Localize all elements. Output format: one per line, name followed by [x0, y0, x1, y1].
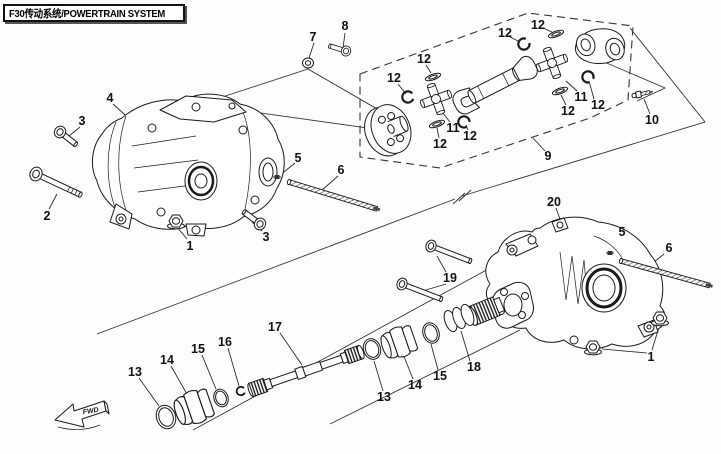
callout-17-30: 17 [268, 320, 282, 334]
callout-10-20: 10 [645, 113, 659, 127]
callout-15-28: 15 [191, 342, 205, 356]
seal-ring-12 [547, 28, 565, 40]
ring-13-right [362, 338, 382, 360]
callout-18-34: 18 [467, 360, 481, 374]
grease-fitting-10 [631, 90, 653, 99]
callout-16-29: 16 [218, 335, 232, 349]
callout-6-6: 6 [338, 163, 345, 177]
snap-ring-12 [515, 35, 533, 53]
bolt-19b [394, 276, 446, 306]
callout-14-32: 14 [408, 378, 422, 392]
title-box: F30传动系统/POWERTRAIN SYSTEM [3, 4, 185, 22]
clip-16 [235, 385, 246, 397]
propshaft-drawing [452, 55, 538, 115]
fwd-direction-arrow: FWD [54, 400, 110, 430]
screw-5-rear [606, 251, 614, 255]
washer-7 [302, 57, 314, 69]
callout-9-19: 9 [545, 149, 552, 163]
callout-1-25: 1 [648, 350, 655, 364]
callout-7-7: 7 [310, 30, 317, 44]
breather-rod-6-front [286, 178, 382, 213]
callout-12-12: 12 [433, 137, 447, 151]
ring-15-right [422, 322, 440, 344]
callout-15-33: 15 [433, 369, 447, 383]
callout-13-31: 13 [377, 390, 391, 404]
callout-12-18: 12 [591, 98, 605, 112]
callout-5-5: 5 [295, 151, 302, 165]
callout-4-0: 4 [107, 91, 114, 105]
callout-20-21: 20 [547, 195, 561, 209]
callout-13-26: 13 [128, 365, 142, 379]
screw-5-front [273, 175, 281, 179]
snap-ring-12 [401, 90, 415, 104]
boot-14-left [169, 385, 217, 430]
u-joint-cross-11-rear [531, 42, 573, 84]
callout-12-17: 12 [561, 104, 575, 118]
propshaft-assembly-drawing [302, 28, 653, 157]
construction-lines [96, 12, 706, 431]
callout-2-2: 2 [44, 209, 51, 223]
callout-3-4: 3 [263, 230, 270, 244]
boot-14-right [377, 322, 420, 363]
bolt-3a [51, 123, 81, 151]
callout-5-22: 5 [619, 225, 626, 239]
front-flange-drawing [364, 104, 412, 157]
ring-13-left [155, 404, 177, 430]
seal-ring-12 [551, 85, 569, 97]
callout-12-13: 12 [463, 129, 477, 143]
callout-19-24: 19 [443, 271, 457, 285]
seal-ring-12 [428, 118, 446, 130]
bolt-19a [423, 238, 475, 268]
intermediate-shaft-group [155, 322, 440, 430]
detail-region-9-boundary [359, 12, 634, 169]
callout-12-10: 12 [417, 52, 431, 66]
bolt-8 [326, 40, 353, 58]
washer-stack-18 [443, 303, 475, 333]
ring-15-left [213, 388, 229, 408]
snap-ring-12 [579, 68, 597, 86]
rear-gearbox-drawing [394, 216, 714, 356]
callout-12-9: 12 [387, 71, 401, 85]
callout-1-3: 1 [187, 239, 194, 253]
shaft-17-drawing [247, 344, 365, 398]
rear-yoke-drawing [574, 28, 626, 65]
callout-3-1: 3 [79, 114, 86, 128]
callout-14-27: 14 [160, 353, 174, 367]
fwd-label: FWD [82, 407, 99, 416]
callout-11-16: 11 [574, 90, 587, 104]
callout-12-14: 12 [498, 26, 512, 40]
seal-ring-12 [424, 71, 442, 83]
u-joint-cross-11-front [415, 78, 457, 120]
callout-12-15: 12 [531, 18, 545, 32]
rear-flange-drawing [466, 281, 534, 329]
callout-8-8: 8 [342, 19, 349, 33]
callout-11-11: 11 [446, 121, 459, 135]
page-title: F30传动系统/POWERTRAIN SYSTEM [9, 8, 166, 20]
front-gearbox-drawing [27, 93, 382, 237]
callout-6-23: 6 [666, 241, 673, 255]
